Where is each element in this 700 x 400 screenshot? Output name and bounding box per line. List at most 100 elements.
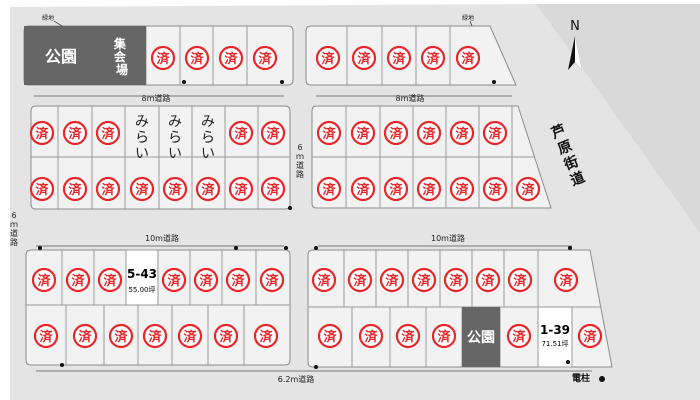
sold-stamp-icon: 済 — [475, 267, 501, 293]
sold-stamp-ring — [315, 45, 341, 71]
sold-stamp-label: 済 — [353, 273, 367, 289]
sold-stamp-label: 済 — [265, 273, 279, 289]
sold-stamp-ring — [252, 45, 278, 71]
sold-stamp-label: 済 — [258, 51, 272, 67]
sold-stamp-label: 済 — [389, 126, 403, 142]
meeting-hall-char-3: 場 — [116, 62, 128, 77]
sold-stamp-label: 済 — [488, 182, 502, 198]
lot-area: 71.51坪 — [541, 340, 568, 348]
sold-stamp-ring — [449, 120, 475, 146]
sold-stamp-label: 済 — [356, 126, 370, 142]
sold-stamp-label: 済 — [461, 51, 475, 67]
sold-marks: 済済済済済済済済済済済済済済済済済済済済済済済済済済済済済済済済済済済済済済済済… — [29, 45, 603, 349]
sold-stamp-ring — [411, 267, 437, 293]
sold-stamp-label: 済 — [35, 126, 49, 142]
sold-stamp-label: 済 — [356, 182, 370, 198]
sold-stamp-ring — [455, 45, 481, 71]
road-label-bottom: 6.2m道路 — [278, 374, 315, 384]
park-bottom-label: 公園 — [467, 330, 495, 346]
sold-stamp-icon: 済 — [449, 120, 475, 146]
sold-stamp-icon: 済 — [351, 45, 377, 71]
sold-stamp-icon: 済 — [443, 267, 469, 293]
sold-stamp-ring — [482, 176, 508, 202]
sold-stamp-label: 済 — [422, 182, 436, 198]
sold-stamp-icon: 済 — [317, 323, 343, 349]
sold-stamp-icon: 済 — [350, 176, 376, 202]
sold-stamp-ring — [443, 267, 469, 293]
block-top-right — [305, 25, 517, 86]
park-top-label: 公園 — [45, 47, 77, 66]
sold-stamp-ring — [150, 45, 176, 71]
sold-stamp-ring — [316, 176, 342, 202]
sold-stamp-label: 済 — [37, 273, 51, 289]
compass: N — [568, 19, 582, 70]
sold-stamp-label: 済 — [266, 126, 280, 142]
lot-available-5-43[interactable] — [125, 249, 159, 306]
sold-stamp-icon: 済 — [316, 120, 342, 146]
sold-stamp-ring — [379, 267, 405, 293]
sold-stamp-ring — [225, 267, 251, 293]
sold-stamp-label: 済 — [317, 273, 331, 289]
park-bottom — [462, 307, 500, 367]
sold-stamp-label: 済 — [455, 182, 469, 198]
sold-stamp-icon: 済 — [95, 176, 121, 202]
sold-stamp-label: 済 — [224, 51, 238, 67]
sold-stamp-ring — [259, 267, 285, 293]
sold-stamp-label: 済 — [512, 329, 526, 345]
sold-stamp-label: 済 — [68, 182, 82, 198]
marker-dots — [38, 80, 572, 369]
sold-stamp-ring — [431, 323, 457, 349]
sold-stamp-icon: 済 — [420, 45, 446, 71]
utility-pole-icon — [599, 376, 605, 382]
greenbelt-leader-left — [53, 20, 63, 27]
mirai-label-1: みらい — [135, 114, 149, 162]
sold-stamp-label: 済 — [583, 329, 597, 345]
sold-stamp-icon: 済 — [29, 176, 55, 202]
mirai-label-2: みらい — [168, 114, 182, 162]
sold-stamp-label: 済 — [199, 273, 213, 289]
sold-stamp-ring — [416, 176, 442, 202]
road-lines — [34, 95, 592, 372]
highway-label: 芦原街道 — [548, 121, 587, 190]
sold-stamp-ring — [218, 45, 244, 71]
sold-stamp-icon: 済 — [259, 267, 285, 293]
sold-stamp-icon: 済 — [315, 45, 341, 71]
sold-stamp-icon: 済 — [29, 120, 55, 146]
sold-stamp-icon: 済 — [482, 176, 508, 202]
sold-stamp-icon: 済 — [416, 120, 442, 146]
sold-stamp-ring — [31, 267, 57, 293]
sold-stamp-ring — [316, 120, 342, 146]
sold-stamp-ring — [317, 323, 343, 349]
sold-stamp-ring — [213, 323, 239, 349]
sold-stamp-icon: 済 — [142, 323, 168, 349]
sold-stamp-ring — [260, 176, 286, 202]
road-label-top-left: 8m道路 — [142, 93, 171, 103]
sold-stamp-ring — [177, 323, 203, 349]
sold-stamp-ring — [506, 323, 532, 349]
sold-stamp-ring — [184, 45, 210, 71]
sold-stamp-label: 済 — [513, 273, 527, 289]
sold-stamp-ring — [383, 176, 409, 202]
sold-stamp-icon: 済 — [260, 120, 286, 146]
greenbelt-leader-right — [469, 20, 473, 27]
utility-pole-label: 電柱 — [572, 372, 590, 384]
mirai-label-3: みらい — [201, 114, 215, 162]
sold-stamp-icon: 済 — [195, 176, 221, 202]
sold-stamp-ring — [253, 323, 279, 349]
sold-stamp-ring — [351, 45, 377, 71]
sold-stamp-label: 済 — [219, 329, 233, 345]
lot-number: 1-39 — [540, 323, 570, 337]
sold-stamp-icon: 済 — [358, 323, 384, 349]
lot-available-1-39[interactable] — [537, 306, 573, 368]
sold-stamp-label: 済 — [35, 182, 49, 198]
sold-stamp-icon: 済 — [316, 176, 342, 202]
sold-stamp-icon: 済 — [225, 267, 251, 293]
sold-stamp-ring — [129, 176, 155, 202]
sold-stamp-ring — [350, 176, 376, 202]
sold-stamp-label: 済 — [357, 51, 371, 67]
sold-stamp-label: 済 — [417, 273, 431, 289]
sold-stamp-ring — [347, 267, 373, 293]
